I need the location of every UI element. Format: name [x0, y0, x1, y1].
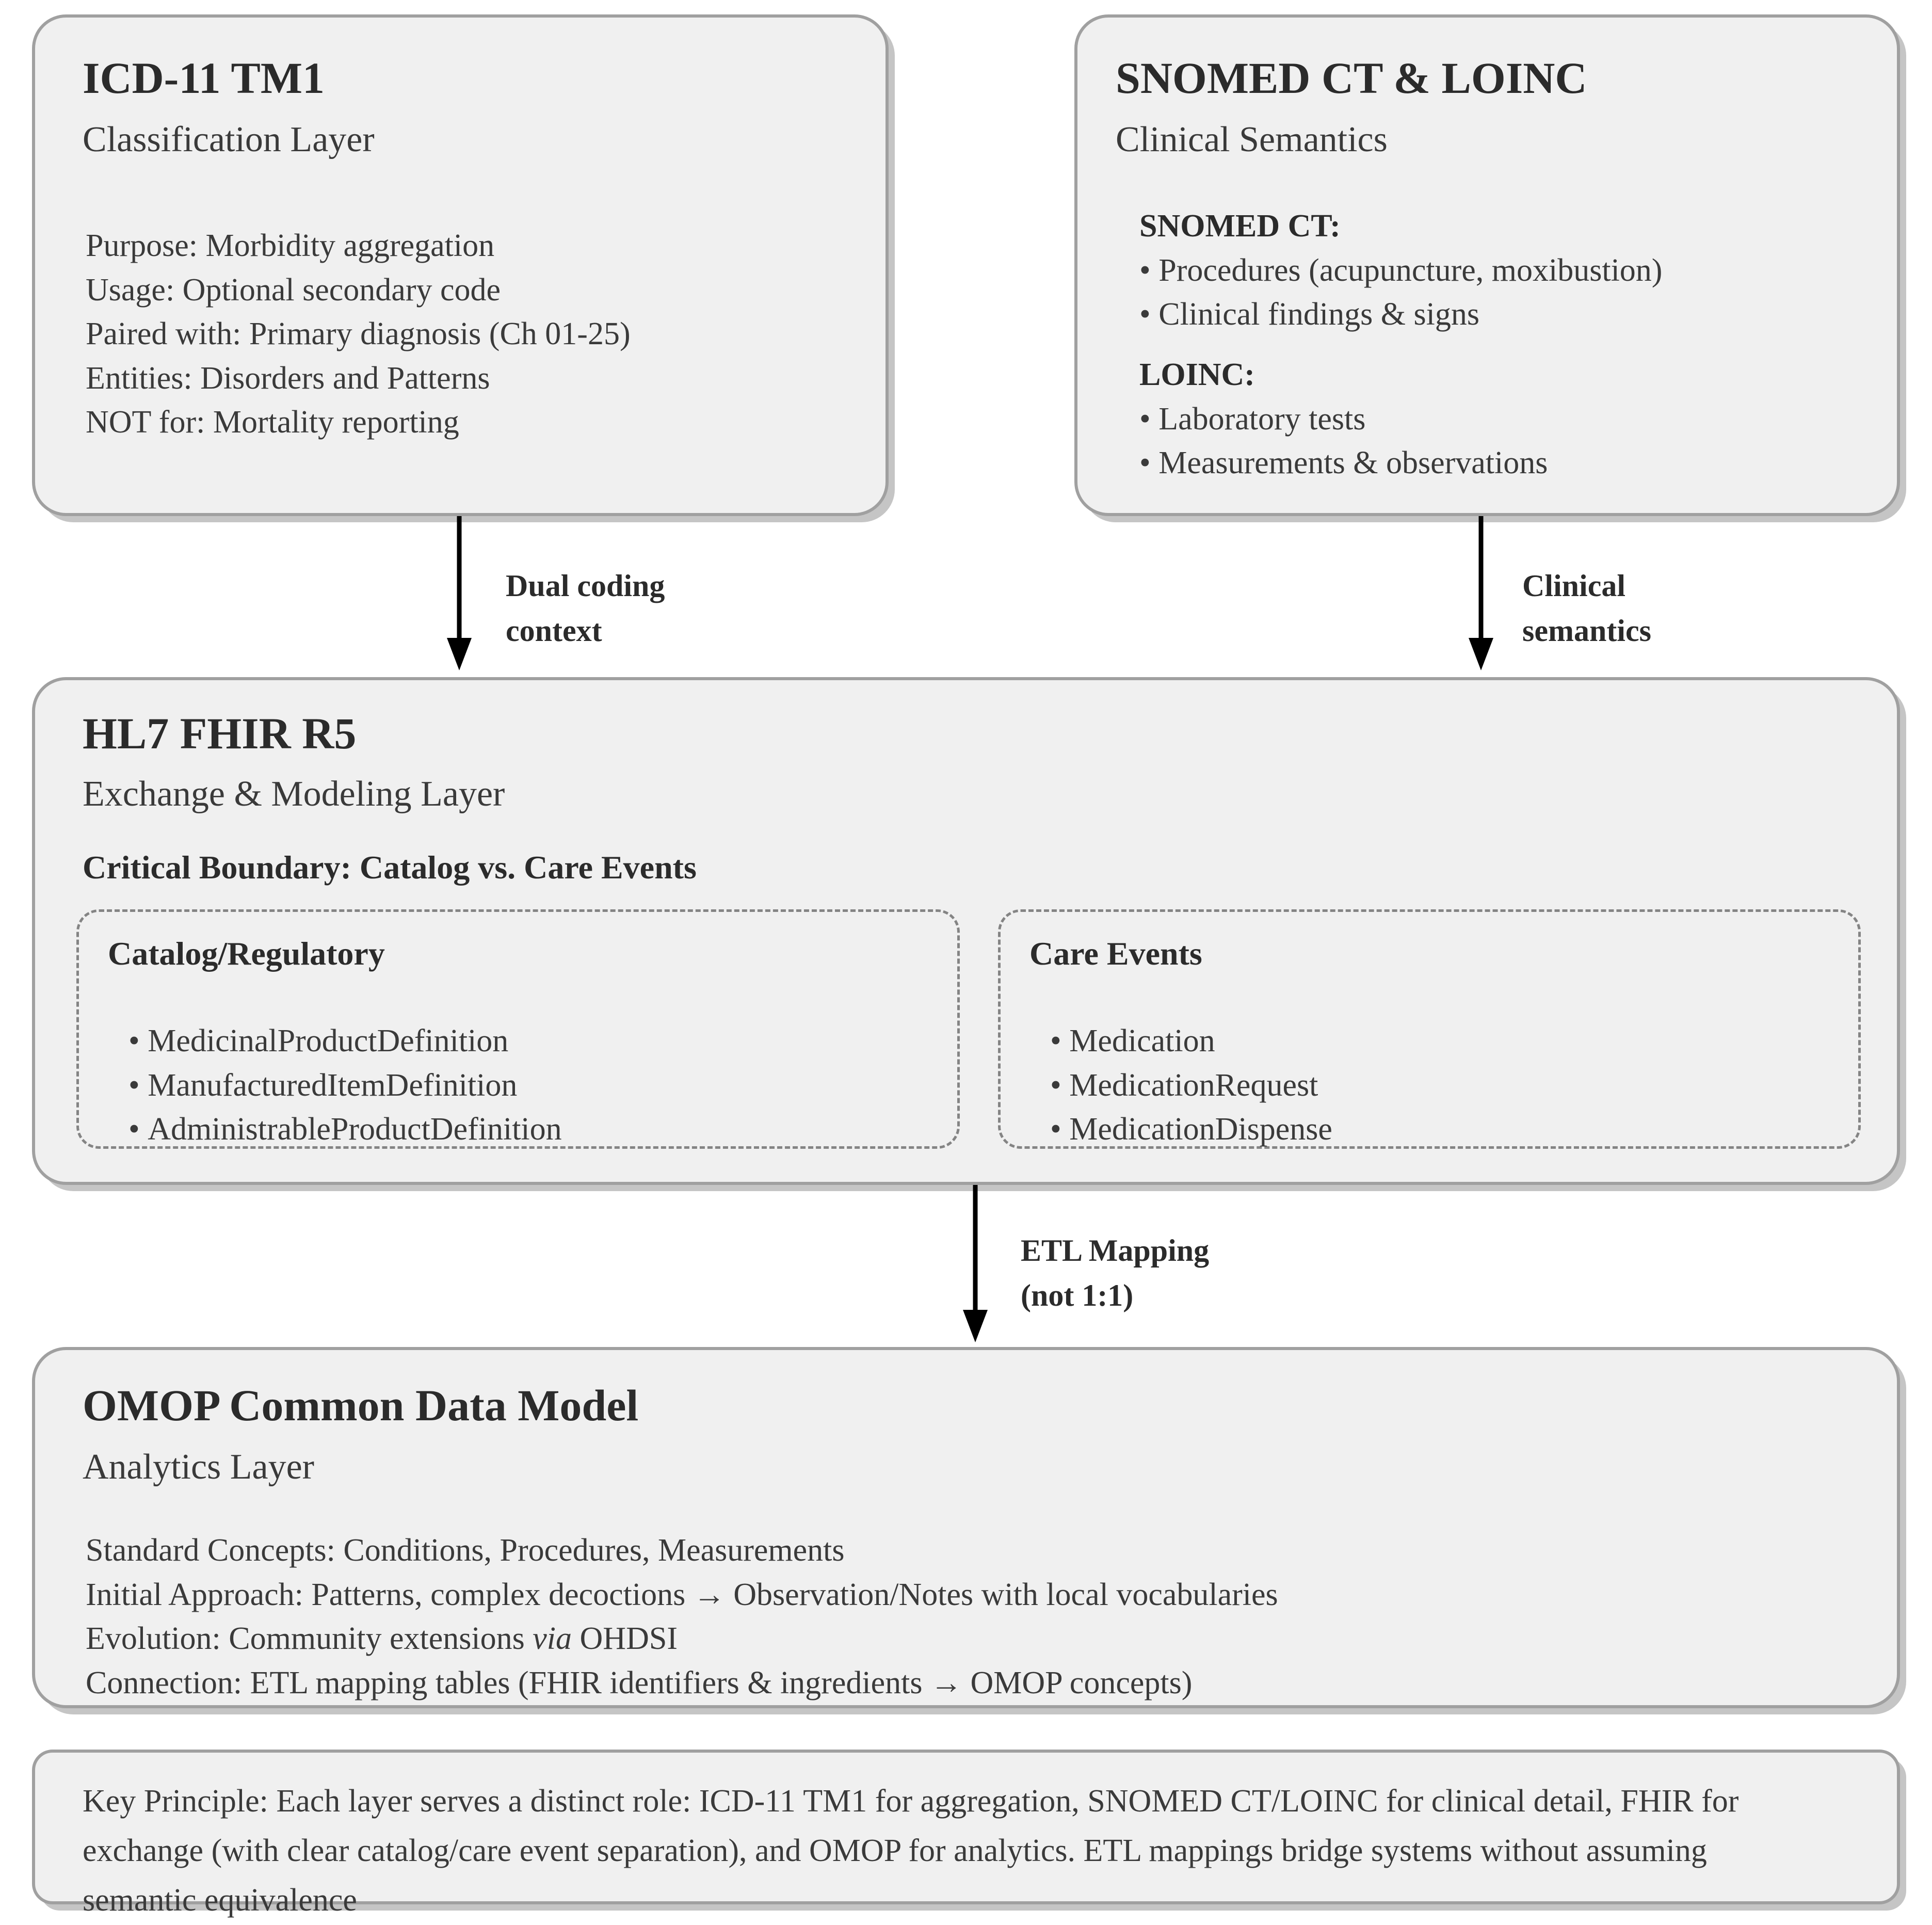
care-events-title: Care Events — [1029, 935, 1202, 972]
omop-title: OMOP Common Data Model — [83, 1381, 639, 1430]
omop-subtitle: Analytics Layer — [83, 1447, 314, 1487]
snomed-bullet: • Clinical findings & signs — [1139, 297, 1479, 332]
list-item: • MedicinalProductDefinition — [128, 1023, 509, 1058]
panel-catalog-regulatory[interactable]: Catalog/Regulatory • MedicinalProductDef… — [76, 909, 960, 1149]
omop-line: Connection: ETL mapping tables (FHIR ide… — [86, 1665, 1193, 1701]
list-item: • Medication — [1050, 1023, 1215, 1058]
arrow-label-line1: ETL Mapping — [1021, 1233, 1210, 1268]
list-item: • ManufacturedItemDefinition — [128, 1067, 518, 1103]
icd11-line: Entities: Disorders and Patterns — [86, 360, 490, 396]
loinc-heading: LOINC: — [1139, 357, 1255, 392]
list-item: • MedicationRequest — [1050, 1067, 1318, 1103]
loinc-bullet: • Laboratory tests — [1139, 401, 1366, 437]
node-key-principle[interactable]: Key Principle: Each layer serves a disti… — [32, 1750, 1900, 1918]
key-principle-text: Key Principle: Each layer serves a disti… — [83, 1784, 1739, 1918]
list-item: • AdministrableProductDefinition — [128, 1112, 562, 1147]
node-icd11-tm1[interactable]: ICD-11 TM1 Classification Layer Purpose:… — [32, 14, 889, 516]
arrow-label-line1: Clinical — [1522, 569, 1626, 603]
node-snomed-loinc[interactable]: SNOMED CT & LOINC Clinical Semantics SNO… — [1074, 14, 1900, 516]
fhir-section-heading: Critical Boundary: Catalog vs. Care Even… — [83, 849, 697, 886]
icd11-subtitle: Classification Layer — [83, 120, 375, 159]
loinc-group: LOINC: • Laboratory tests • Measurements… — [1139, 353, 1548, 486]
arrow-icd11-to-fhir — [444, 516, 475, 671]
icd11-line: Paired with: Primary diagnosis (Ch 01-25… — [86, 316, 631, 352]
snomed-loinc-subtitle: Clinical Semantics — [1116, 120, 1388, 159]
care-events-list: • Medication • MedicationRequest • Medic… — [1050, 1019, 1332, 1152]
snomed-bullet: • Procedures (acupuncture, moxibustion) — [1139, 252, 1663, 288]
node-hl7-fhir-r5[interactable]: HL7 FHIR R5 Exchange & Modeling Layer Cr… — [32, 677, 1900, 1185]
icd11-line: Purpose: Morbidity aggregation — [86, 228, 495, 263]
arrow-label-line1: Dual coding — [506, 569, 665, 603]
fhir-title: HL7 FHIR R5 — [83, 709, 357, 758]
snomed-loinc-title: SNOMED CT & LOINC — [1116, 53, 1587, 103]
omop-line: Standard Concepts: Conditions, Procedure… — [86, 1533, 845, 1568]
arrow-label-line2: context — [506, 614, 602, 648]
arrow-fhir-to-omop-label: ETL Mapping (not 1:1) — [1021, 1228, 1209, 1318]
omop-body: Standard Concepts: Conditions, Procedure… — [86, 1529, 1278, 1705]
icd11-body: Purpose: Morbidity aggregation Usage: Op… — [86, 224, 631, 445]
arrow-fhir-to-omop — [960, 1185, 991, 1343]
arrow-label-line2: (not 1:1) — [1021, 1278, 1134, 1312]
arrow-snomed-to-fhir-label: Clinical semantics — [1522, 564, 1651, 653]
panel-care-events[interactable]: Care Events • Medication • MedicationReq… — [998, 909, 1861, 1149]
node-omop-cdm[interactable]: OMOP Common Data Model Analytics Layer S… — [32, 1347, 1900, 1708]
icd11-line: NOT for: Mortality reporting — [86, 405, 459, 440]
snomed-heading: SNOMED CT: — [1139, 208, 1341, 244]
arrow-snomed-to-fhir — [1466, 516, 1496, 671]
loinc-bullet: • Measurements & observations — [1139, 445, 1548, 481]
arrow-icd11-to-fhir-label: Dual coding context — [506, 564, 665, 653]
omop-line: Evolution: Community extensions via OHDS… — [86, 1621, 678, 1657]
snomed-group: SNOMED CT: • Procedures (acupuncture, mo… — [1139, 204, 1662, 337]
arrow-label-line2: semantics — [1522, 614, 1651, 648]
fhir-subtitle: Exchange & Modeling Layer — [83, 774, 505, 814]
icd11-title: ICD-11 TM1 — [83, 53, 325, 103]
omop-line: Initial Approach: Patterns, complex deco… — [86, 1577, 1278, 1612]
list-item: • MedicationDispense — [1050, 1112, 1332, 1147]
icd11-line: Usage: Optional secondary code — [86, 272, 501, 308]
catalog-regulatory-title: Catalog/Regulatory — [108, 935, 385, 972]
catalog-regulatory-list: • MedicinalProductDefinition • Manufactu… — [128, 1019, 562, 1152]
